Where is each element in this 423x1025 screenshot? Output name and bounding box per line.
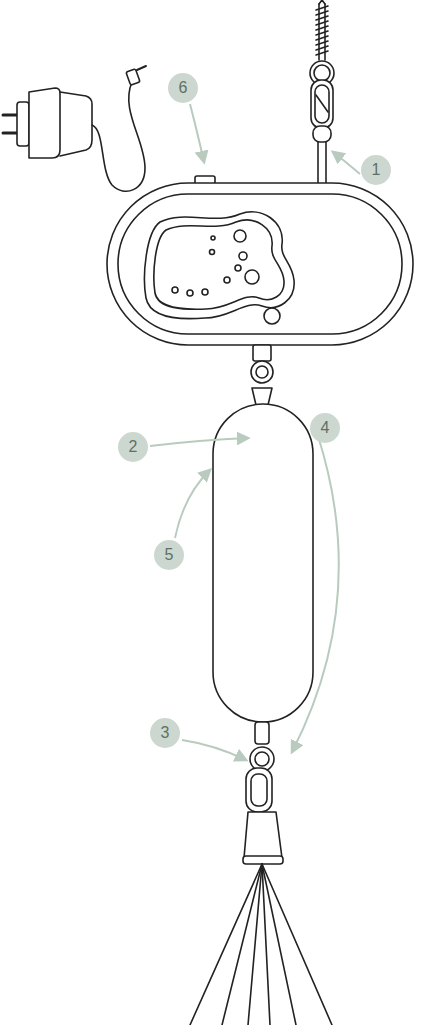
cord bbox=[222, 864, 262, 1025]
carabiner bbox=[311, 80, 333, 128]
callout-number: 2 bbox=[118, 432, 148, 462]
screw-thread bbox=[316, 16, 328, 20]
carabiner bbox=[252, 388, 272, 405]
screw-thread bbox=[316, 21, 328, 25]
screw-shaft bbox=[318, 4, 320, 60]
callout-number: 3 bbox=[150, 718, 180, 748]
indicator bbox=[211, 236, 215, 240]
callout-text: 3 bbox=[161, 725, 170, 741]
indicator bbox=[224, 277, 230, 283]
bottom-mount bbox=[253, 345, 271, 361]
swivel bbox=[251, 774, 267, 806]
screw-thread bbox=[316, 11, 328, 15]
cord bbox=[262, 864, 332, 1025]
spring-cover bbox=[213, 404, 313, 722]
screw-thread bbox=[316, 31, 328, 35]
strap-loop bbox=[255, 722, 269, 744]
cord bbox=[190, 864, 262, 1025]
leader-arrow bbox=[333, 152, 360, 174]
cord-cone bbox=[244, 812, 282, 858]
indicator bbox=[210, 250, 215, 255]
device-housing bbox=[107, 183, 413, 345]
charger-plug bbox=[17, 102, 29, 146]
indicator bbox=[187, 290, 193, 296]
screw-shaft bbox=[324, 4, 326, 60]
swivel bbox=[246, 768, 272, 812]
button bbox=[245, 270, 259, 284]
leader-arrow bbox=[190, 104, 204, 162]
screw-thread bbox=[316, 6, 328, 10]
charger-cable bbox=[92, 82, 145, 191]
carabiner bbox=[315, 85, 329, 123]
ring bbox=[251, 361, 273, 383]
button bbox=[234, 230, 246, 242]
button bbox=[235, 265, 241, 271]
indicator bbox=[202, 289, 208, 295]
plug-prong bbox=[3, 132, 17, 135]
screw-thread bbox=[316, 6, 328, 55]
callout-text: 1 bbox=[372, 162, 381, 178]
ring bbox=[256, 366, 268, 378]
plug-prong bbox=[3, 114, 17, 117]
screw-thread bbox=[316, 36, 328, 40]
dc-plug-tip bbox=[137, 66, 146, 70]
leader-arrow bbox=[150, 438, 248, 446]
device-housing bbox=[118, 194, 402, 334]
charger-body bbox=[29, 88, 60, 158]
screw-thread bbox=[316, 51, 328, 55]
callout-number: 4 bbox=[310, 413, 340, 443]
callout-text: 4 bbox=[321, 420, 330, 436]
leader-arrow bbox=[292, 436, 339, 752]
leader-arrow bbox=[182, 740, 246, 760]
dc-plug bbox=[126, 69, 140, 86]
callout-text: 6 bbox=[179, 80, 188, 96]
callout-number: 6 bbox=[168, 73, 198, 103]
cord bbox=[248, 864, 262, 1025]
screw-tip bbox=[319, 0, 325, 4]
power-button bbox=[264, 308, 280, 324]
hanging-cords bbox=[190, 864, 332, 1025]
screw-thread bbox=[316, 46, 328, 50]
callout-number: 1 bbox=[361, 155, 391, 185]
cord bbox=[262, 864, 270, 1025]
callout-number: 5 bbox=[154, 540, 184, 570]
control-panel bbox=[145, 212, 295, 319]
eye-ring bbox=[314, 65, 330, 81]
leader-arrow bbox=[175, 470, 210, 538]
strap bbox=[317, 142, 319, 184]
cord-band bbox=[243, 856, 283, 864]
carabiner-gate bbox=[316, 95, 328, 112]
charger-body bbox=[60, 92, 92, 156]
screw-thread bbox=[316, 41, 328, 45]
ring bbox=[255, 752, 269, 766]
screw-thread bbox=[316, 26, 328, 30]
cord bbox=[262, 864, 296, 1025]
control-panel bbox=[154, 220, 284, 309]
indicator bbox=[172, 287, 178, 293]
button bbox=[239, 252, 247, 260]
callout-text: 5 bbox=[165, 547, 174, 563]
strap bbox=[325, 142, 327, 184]
strap-loop bbox=[313, 126, 331, 142]
callout-text: 2 bbox=[129, 439, 138, 455]
